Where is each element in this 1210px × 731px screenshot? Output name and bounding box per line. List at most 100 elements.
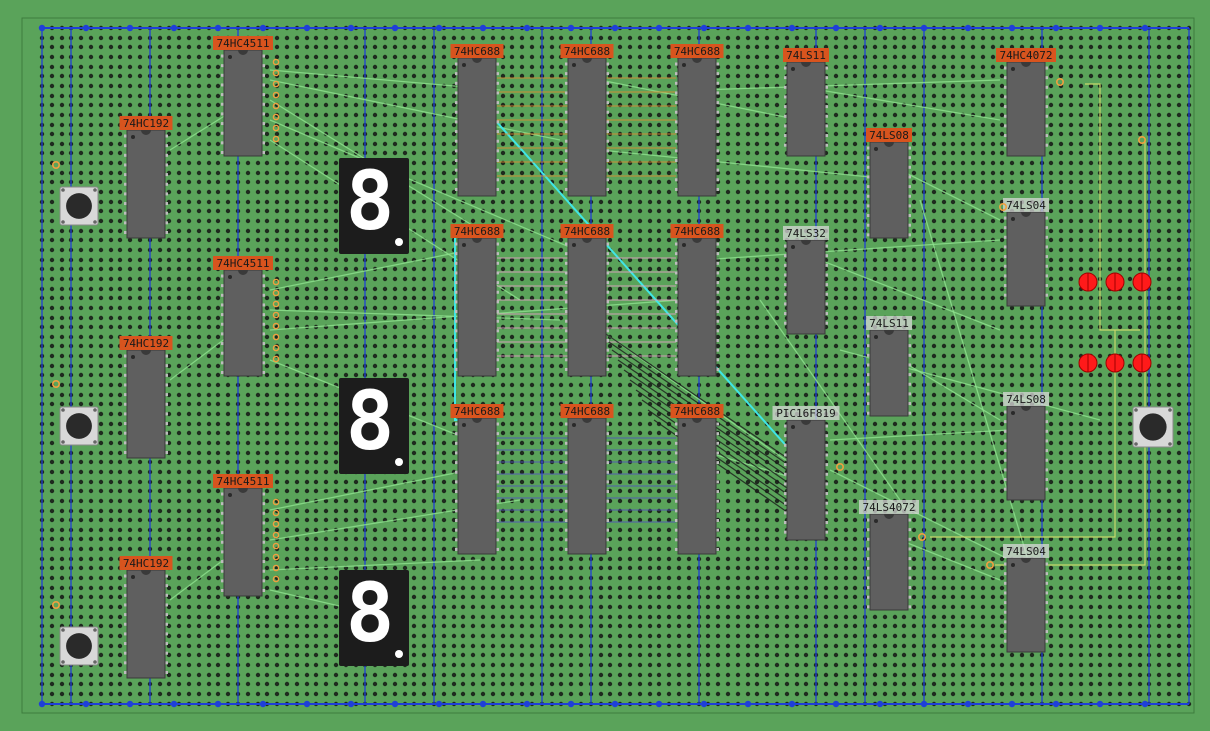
chip-label-bg: [450, 404, 504, 418]
chip-label-bg: [859, 500, 919, 514]
chip-body[interactable]: [1006, 211, 1046, 307]
ic-chip[interactable]: 74HC688: [450, 224, 504, 377]
led[interactable]: [1078, 353, 1098, 373]
chip-body[interactable]: [223, 487, 263, 597]
chip-body[interactable]: [1006, 61, 1046, 157]
ic-chip[interactable]: 74HC688: [450, 404, 504, 555]
ic-chip[interactable]: 74HC688: [670, 404, 724, 555]
ic-chip[interactable]: 74LS4072: [859, 500, 919, 611]
display-decimal-point: [395, 458, 403, 466]
ic-chip[interactable]: 74HC688: [450, 44, 504, 197]
chip-label-bg: [450, 224, 504, 238]
ic-chip[interactable]: 74LS11: [783, 48, 829, 157]
led[interactable]: [1105, 353, 1125, 373]
ic-chip[interactable]: 74LS04: [1003, 544, 1049, 653]
ic-chip[interactable]: 74HC4511: [213, 256, 273, 377]
chip-label-bg: [866, 128, 912, 142]
chip-body[interactable]: [457, 237, 497, 377]
chip-label-bg: [670, 224, 724, 238]
display-layer: 888: [339, 155, 409, 666]
ic-chip[interactable]: 74HC688: [670, 224, 724, 377]
chip-body[interactable]: [567, 57, 607, 197]
ic-chip[interactable]: 74HC688: [560, 44, 614, 197]
chip-label-bg: [119, 116, 173, 130]
chip-label-bg: [1003, 544, 1049, 558]
chip-body[interactable]: [786, 239, 826, 335]
chip-body[interactable]: [677, 57, 717, 197]
ic-chip[interactable]: 74HC192: [119, 116, 173, 239]
seven-segment-display: 8: [339, 155, 409, 254]
chip-body[interactable]: [677, 417, 717, 555]
chip-body[interactable]: [1006, 557, 1046, 653]
ic-chip[interactable]: 74HC688: [670, 44, 724, 197]
ic-chip[interactable]: 74LS04: [1003, 198, 1049, 307]
push-button[interactable]: [59, 186, 99, 226]
led[interactable]: [1132, 353, 1152, 373]
led[interactable]: [1105, 272, 1125, 292]
chip-label: 74LS04: [1006, 199, 1046, 212]
chip-label-bg: [783, 48, 829, 62]
chip-label: 74HC688: [564, 405, 610, 418]
chip-label: 74HC192: [123, 557, 169, 570]
probe-marker: [985, 560, 994, 569]
chip-body[interactable]: [786, 61, 826, 157]
display-digit: 8: [346, 375, 395, 469]
chip-label: 74HC192: [123, 117, 169, 130]
chip-label-bg: [772, 406, 840, 420]
ic-chip[interactable]: PIC16F819: [772, 406, 840, 541]
board-border: [21, 17, 1195, 714]
ic-chip[interactable]: 74LS08: [866, 128, 912, 239]
chip-body[interactable]: [126, 129, 166, 239]
ic-chip[interactable]: 74HC192: [119, 336, 173, 459]
ic-chip[interactable]: 74HC4511: [213, 474, 273, 597]
chip-label-bg: [783, 226, 829, 240]
chip-label: 74LS4072: [863, 501, 916, 514]
chip-label: PIC16F819: [776, 407, 836, 420]
chip-body[interactable]: [1006, 405, 1046, 501]
led[interactable]: [1078, 272, 1098, 292]
ic-chip[interactable]: 74LS08: [1003, 392, 1049, 501]
probe-marker: [917, 532, 926, 541]
chip-label-bg: [560, 44, 614, 58]
chip-label: 74LS08: [1006, 393, 1046, 406]
ic-chip[interactable]: 74LS32: [783, 226, 829, 335]
chip-label-bg: [1003, 392, 1049, 406]
chip-body[interactable]: [126, 349, 166, 459]
led[interactable]: [1132, 272, 1152, 292]
chip-label-bg: [670, 404, 724, 418]
chip-label: 74HC688: [674, 225, 720, 238]
chip-label: 74HC4511: [217, 257, 270, 270]
ic-chip[interactable]: 74LS11: [866, 316, 912, 417]
push-button[interactable]: [59, 626, 99, 666]
probe-marker: [51, 600, 60, 609]
ic-chip[interactable]: 74HC688: [560, 404, 614, 555]
chip-body[interactable]: [126, 569, 166, 679]
chip-body[interactable]: [869, 513, 909, 611]
chip-body[interactable]: [223, 49, 263, 157]
ic-chip[interactable]: 74HC4511: [213, 36, 273, 157]
chip-body[interactable]: [869, 141, 909, 239]
chip-label: 74LS32: [786, 227, 826, 240]
chip-body[interactable]: [223, 269, 263, 377]
chip-label-bg: [996, 48, 1056, 62]
chip-body[interactable]: [567, 237, 607, 377]
chip-label: 74LS04: [1006, 545, 1046, 558]
display-decimal-point: [395, 238, 403, 246]
ic-chip[interactable]: 74HC688: [560, 224, 614, 377]
chip-label: 74HC688: [454, 225, 500, 238]
push-button[interactable]: [59, 406, 99, 446]
ic-chip[interactable]: 74HC4072: [996, 48, 1056, 157]
probe-marker: [1056, 78, 1065, 87]
chip-body[interactable]: [567, 417, 607, 555]
chip-body[interactable]: [869, 329, 909, 417]
ic-chip[interactable]: 74HC192: [119, 556, 173, 679]
chip-body[interactable]: [457, 417, 497, 555]
probe-marker: [51, 161, 60, 170]
chip-body[interactable]: [786, 419, 826, 541]
probe-marker: [835, 462, 844, 471]
chip-body[interactable]: [677, 237, 717, 377]
probe-marker: [1138, 136, 1147, 145]
push-button[interactable]: [1132, 406, 1174, 448]
chip-body[interactable]: [457, 57, 497, 197]
